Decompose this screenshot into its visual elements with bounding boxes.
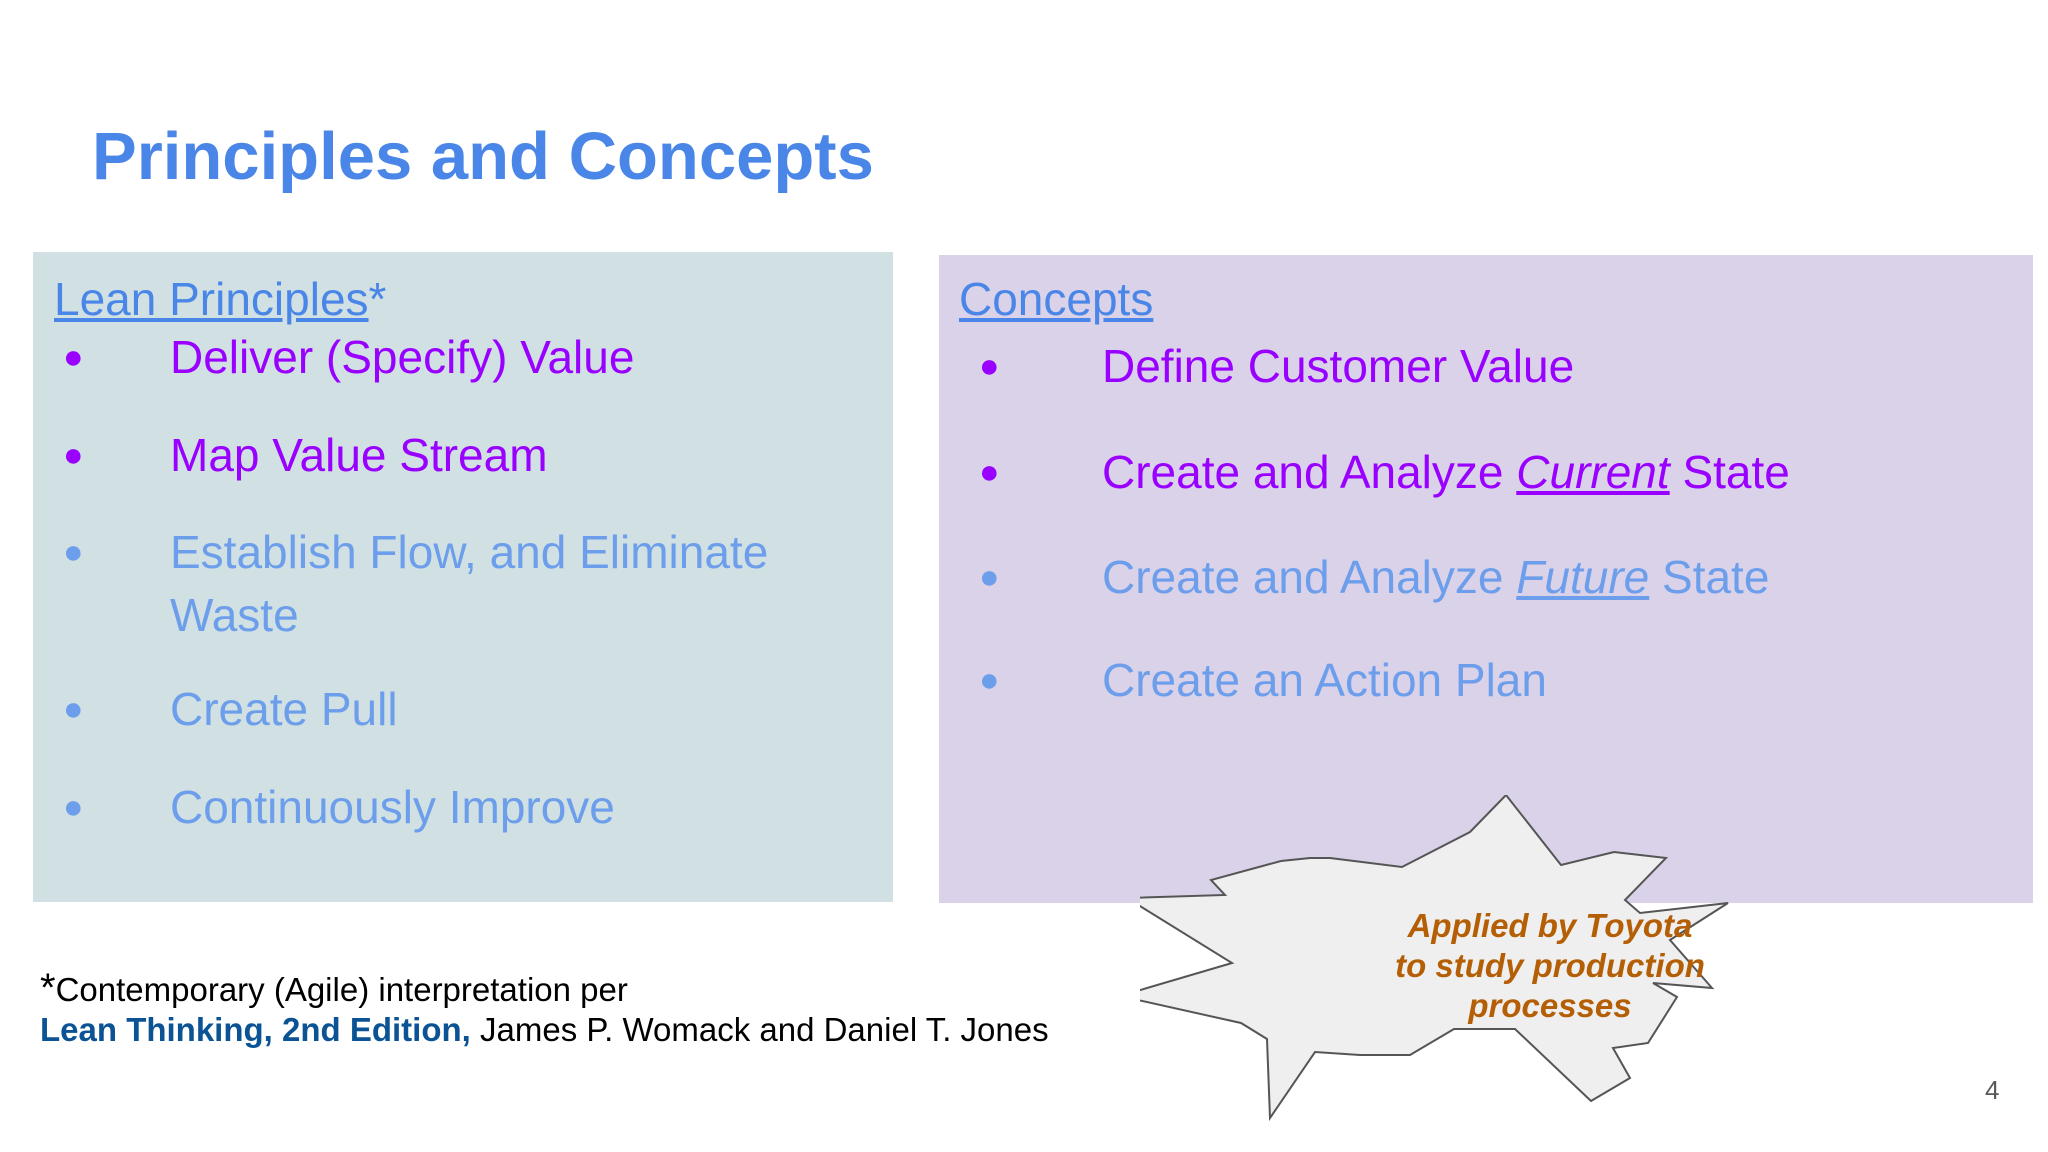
page-number: 4 <box>1985 1075 2000 1105</box>
concept-text: Create and Analyze Current State <box>1102 446 1790 498</box>
footnote-marker: * <box>368 273 387 325</box>
bullet-icon: ● <box>63 788 84 826</box>
slide-title: Principles and Concepts <box>92 119 874 194</box>
footnote-line-1: *Contemporary (Agile) interpretation per <box>40 966 628 1010</box>
bullet-icon: ● <box>979 347 1000 385</box>
book-title: Lean Thinking, 2nd Edition, <box>40 1011 471 1048</box>
bullet-icon: ● <box>979 453 1000 491</box>
bullet-icon: ● <box>63 533 84 571</box>
principle-text: Create Pull <box>170 683 398 735</box>
principle-text: Continuously Improve <box>170 781 615 833</box>
bullet-icon: ● <box>63 338 84 376</box>
bullet-icon: ● <box>979 558 1000 596</box>
book-authors: James P. Womack and Daniel T. Jones <box>470 1011 1049 1048</box>
concept-text: Create an Action Plan <box>1102 654 1547 706</box>
concept-text: Define Customer Value <box>1102 340 1575 392</box>
concepts-link[interactable]: Concepts <box>959 273 1154 325</box>
callout-text: Applied by Toyota to study production pr… <box>1395 907 1705 1024</box>
starburst-shape <box>1140 795 1729 1122</box>
concepts-panel: Concepts ● Define Customer Value ● Creat… <box>939 255 2033 903</box>
principle-text: Deliver (Specify) Value <box>170 331 635 383</box>
principle-text: Establish Flow, and Eliminate <box>170 526 769 578</box>
bullet-icon: ● <box>979 661 1000 699</box>
future-state-link[interactable]: Future <box>1516 551 1650 603</box>
lean-principles-heading: Lean Principles* <box>54 272 386 326</box>
principle-text: Map Value Stream <box>170 429 548 481</box>
bullet-icon: ● <box>63 436 84 474</box>
starburst-callout <box>1140 795 1729 1122</box>
current-state-link[interactable]: Current <box>1516 446 1670 498</box>
footnote-line-2: Lean Thinking, 2nd Edition, James P. Wom… <box>40 1010 1049 1050</box>
bullet-icon: ● <box>63 690 84 728</box>
concepts-heading: Concepts <box>959 272 1153 326</box>
lean-principles-link[interactable]: Lean Principles <box>54 273 369 325</box>
footnote: *Contemporary (Agile) interpretation per… <box>40 968 1049 1050</box>
principle-text: Waste <box>170 589 299 641</box>
concept-text: Create and Analyze Future State <box>1102 551 1770 603</box>
lean-principles-panel: Lean Principles* ● Deliver (Specify) Val… <box>33 252 893 902</box>
